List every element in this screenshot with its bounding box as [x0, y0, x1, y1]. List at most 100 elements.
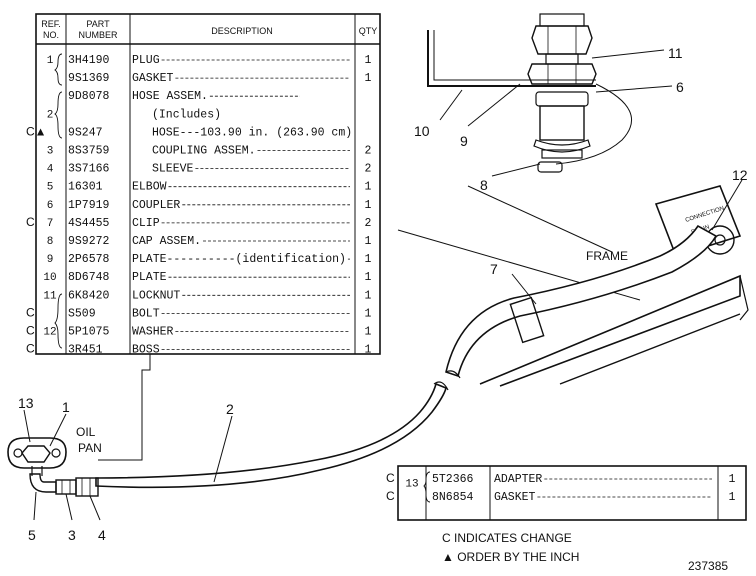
- ref-number: 9: [47, 254, 54, 266]
- group-brace-1: [54, 53, 63, 86]
- ref-number: 5: [47, 182, 54, 194]
- description: WASHER: [132, 326, 174, 339]
- quantity: 2: [365, 145, 372, 158]
- elbow-5: [29, 473, 57, 493]
- legend-order-by-inch: ▲ ORDER BY THE INCH: [442, 550, 579, 564]
- header-ref-line1: REF.: [41, 19, 61, 29]
- callout-10: 10: [414, 123, 430, 139]
- ref-number: 12: [43, 327, 56, 339]
- description: SLEEVE: [152, 163, 194, 176]
- figure-number: 237385: [688, 559, 728, 573]
- header-qty: QTY: [359, 26, 378, 36]
- change-marker: C: [26, 324, 35, 338]
- quantity: 1: [365, 235, 372, 248]
- part-number: S509: [68, 307, 96, 320]
- quantity: 1: [365, 199, 372, 212]
- oil-pan-fitting: [7, 409, 67, 476]
- header-description: DESCRIPTION: [211, 26, 273, 36]
- hose-lower-segment: [95, 382, 447, 489]
- quantity: 1: [365, 181, 372, 194]
- label-frame: FRAME: [586, 249, 628, 263]
- ref-number: 2: [47, 109, 54, 121]
- ref-number: 4: [47, 164, 54, 176]
- description: (Includes): [152, 108, 221, 121]
- part-number: 3S7166: [68, 163, 110, 176]
- legend-change: C INDICATES CHANGE: [442, 531, 572, 545]
- table-row: 5 16301 ELBOW 1: [47, 181, 372, 194]
- ref-number: 10: [43, 272, 56, 284]
- description: LOCKNUT: [132, 289, 180, 302]
- description: COUPLER: [132, 199, 180, 212]
- change-marker: C▲: [26, 124, 47, 138]
- quantity: 1: [365, 289, 372, 302]
- quantity: 2: [365, 163, 372, 176]
- table-leader-line: [98, 354, 151, 461]
- part-number: 9S247: [68, 126, 103, 139]
- part-number: 5P1075: [68, 326, 110, 339]
- part-number: 1P7919: [68, 199, 110, 212]
- change-marker: C: [386, 489, 395, 503]
- part-number: 16301: [68, 181, 103, 194]
- description: GASKET: [132, 72, 174, 85]
- label-oil: OIL: [76, 425, 96, 439]
- quantity: 1: [365, 54, 372, 67]
- callout-11: 11: [668, 45, 683, 61]
- description: CAP ASSEM.: [132, 235, 201, 248]
- callout-2: 2: [226, 401, 234, 417]
- ref-number: 7: [47, 218, 54, 230]
- hose-upper-segment: [445, 224, 718, 378]
- leader-2: [213, 415, 233, 483]
- part-number: 3H4190: [68, 54, 110, 67]
- plate-10: [427, 30, 596, 87]
- ref-number: 11: [43, 290, 57, 302]
- change-marker: C: [386, 471, 395, 485]
- callout-3: 3: [68, 527, 76, 543]
- part-number: 5T2366: [432, 473, 474, 486]
- callout-5: 5: [28, 527, 36, 543]
- description: ELBOW: [132, 181, 167, 194]
- description: PLUG: [132, 54, 160, 67]
- part-number: 4S4455: [68, 217, 110, 230]
- callout-6: 6: [676, 79, 684, 95]
- callout-12: 12: [732, 167, 748, 183]
- description: HOSE---103.90 in. (263.90 cm): [152, 126, 352, 139]
- change-marker: C: [26, 342, 35, 356]
- quantity: 1: [729, 473, 736, 486]
- quantity: 2: [365, 217, 372, 230]
- change-marker: C: [26, 305, 35, 319]
- table-row: C▲ 9S247 HOSE---103.90 in. (263.90 cm): [26, 124, 352, 139]
- quantity: 1: [365, 271, 372, 284]
- ref-number: 13: [405, 479, 418, 491]
- callout-13: 13: [18, 395, 34, 411]
- ref-number: 3: [47, 146, 54, 158]
- part-number: 3R451: [68, 344, 103, 357]
- description: ADAPTER: [494, 473, 542, 486]
- quantity: 1: [365, 72, 372, 85]
- callout-7: 7: [490, 261, 498, 277]
- plate-text-connection: CONNECTION: [685, 206, 725, 224]
- header-part-line2: NUMBER: [78, 30, 118, 40]
- label-pan: PAN: [78, 441, 102, 455]
- change-marker: C: [26, 215, 35, 229]
- coupling-3: [55, 479, 77, 495]
- group-brace-2: [54, 91, 63, 139]
- callout-8: 8: [480, 177, 488, 193]
- part-number: 2P6578: [68, 253, 110, 266]
- coupler-assembly: [427, 13, 673, 177]
- quantity: 1: [729, 491, 736, 504]
- description: PLATE: [132, 271, 167, 284]
- quantity: 1: [365, 307, 372, 320]
